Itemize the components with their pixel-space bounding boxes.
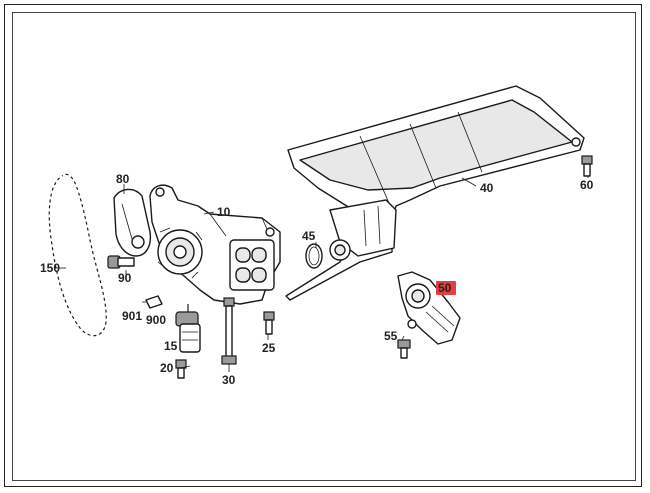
label-80[interactable]: 80 <box>116 172 130 186</box>
highlight-box-50 <box>436 281 456 295</box>
oil-pump[interactable] <box>149 184 281 305</box>
label-900[interactable]: 900 <box>146 313 166 327</box>
label-15[interactable]: 15 <box>164 339 178 353</box>
o-ring-45[interactable] <box>305 243 323 269</box>
leader-lines <box>54 176 589 372</box>
label-55[interactable]: 55 <box>384 329 398 343</box>
bolt-60[interactable] <box>581 155 593 177</box>
label-30[interactable]: 30 <box>222 373 236 387</box>
label-60[interactable]: 60 <box>580 178 594 192</box>
bolt-55[interactable] <box>397 339 411 359</box>
bolt-25[interactable] <box>263 311 275 335</box>
oil-pan[interactable] <box>285 85 585 301</box>
label-10[interactable]: 10 <box>217 205 231 219</box>
label-20[interactable]: 20 <box>160 361 174 375</box>
label-45[interactable]: 45 <box>302 229 316 243</box>
timing-chain[interactable] <box>48 173 108 337</box>
bolt-90[interactable] <box>107 255 135 269</box>
oil-strainer[interactable] <box>397 271 461 345</box>
label-50[interactable]: 50 <box>438 281 452 295</box>
label-40[interactable]: 40 <box>480 181 494 195</box>
bolt-20[interactable] <box>175 359 187 379</box>
clip-900[interactable] <box>142 295 163 309</box>
label-25[interactable]: 25 <box>262 341 276 355</box>
label-150[interactable]: 150 <box>40 261 60 275</box>
label-90[interactable]: 90 <box>118 271 132 285</box>
label-901[interactable]: 901 <box>122 309 142 323</box>
solenoid-valve[interactable] <box>175 304 201 353</box>
chain-guide[interactable] <box>113 188 152 257</box>
diagram-inner-border <box>12 12 636 481</box>
diagram-frame <box>4 4 642 487</box>
bolt-30[interactable] <box>221 297 237 365</box>
